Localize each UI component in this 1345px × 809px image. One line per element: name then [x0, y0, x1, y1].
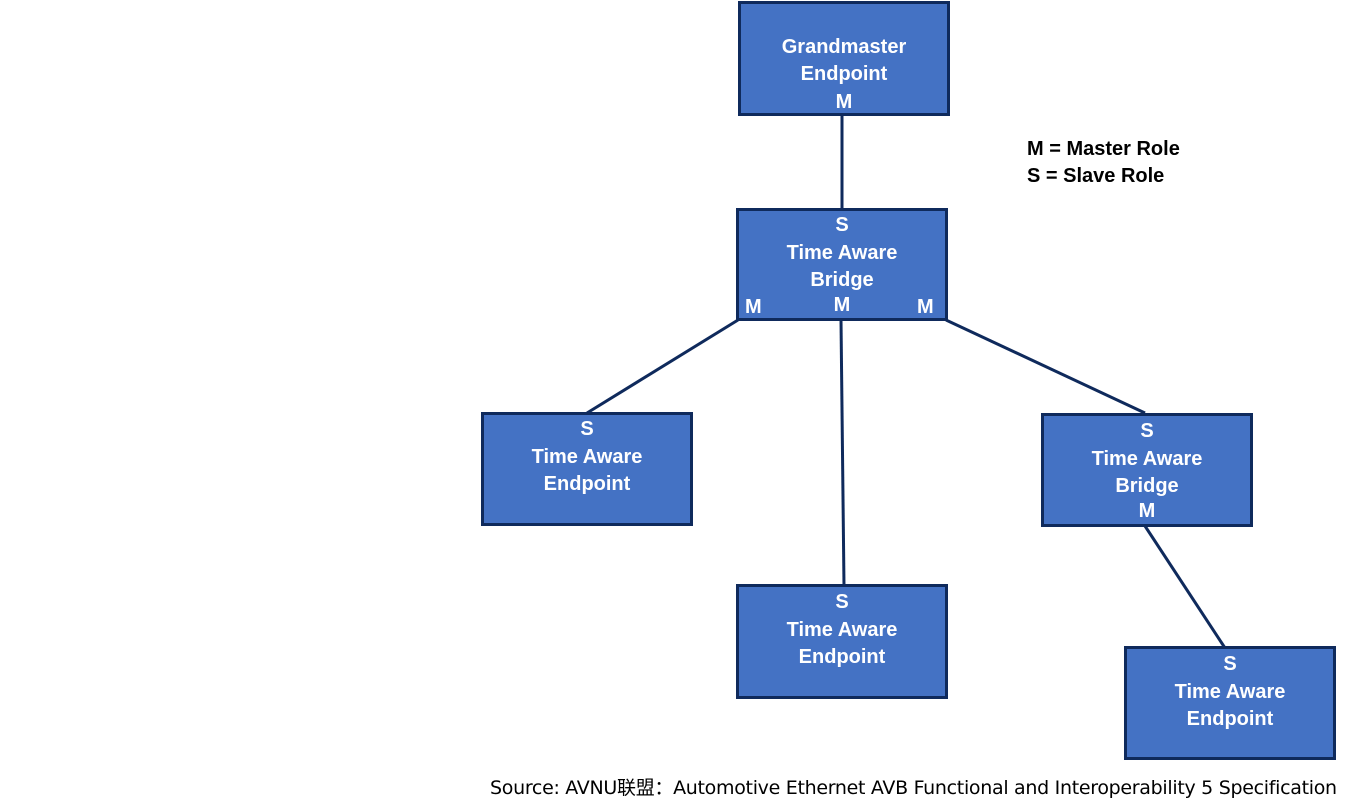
endpoint-right-label-line2: Endpoint — [1186, 708, 1274, 730]
legend-master-role: M = Master Role — [1027, 138, 1180, 160]
bridge-label-line2: Bridge — [810, 269, 874, 291]
bridge2-master-port: M — [1138, 500, 1156, 522]
grandmaster-endpoint-label: Endpoint — [800, 63, 888, 85]
grandmaster-endpoint-box: Grandmaster Endpoint M — [738, 1, 950, 116]
endpoint-center-label-line1: Time Aware — [786, 619, 898, 641]
grandmaster-label: Grandmaster — [781, 36, 907, 58]
endpoint-center-label-line2: Endpoint — [798, 646, 886, 668]
time-aware-endpoint-left-box: S Time Aware Endpoint — [481, 412, 693, 526]
grandmaster-port-m: M — [835, 91, 853, 113]
bridge2-label-line2: Bridge — [1115, 475, 1179, 497]
link-bridge-to-bridge2 — [945, 318, 1146, 415]
role-legend: M = Master Role S = Slave Role — [1027, 136, 1180, 190]
bridge-master-port-center: M — [833, 294, 851, 316]
endpoint-left-label-line1: Time Aware — [531, 446, 643, 468]
legend-slave-role: S = Slave Role — [1027, 165, 1165, 187]
source-caption: Source: AVNU联盟：Automotive Ethernet AVB F… — [490, 777, 1337, 799]
endpoint-left-slave-port: S — [580, 418, 594, 440]
endpoint-right-label-line1: Time Aware — [1174, 681, 1286, 703]
link-bridge2-to-right-endpoint — [1143, 525, 1227, 649]
bridge2-slave-port: S — [1140, 420, 1154, 442]
time-aware-endpoint-right-box: S Time Aware Endpoint — [1124, 646, 1336, 760]
link-bridge-to-center-endpoint — [839, 319, 846, 587]
time-aware-bridge-right-box: S Time Aware Bridge M — [1041, 413, 1253, 527]
bridge2-label-line1: Time Aware — [1091, 448, 1203, 470]
time-aware-endpoint-center-box: S Time Aware Endpoint — [736, 584, 948, 699]
endpoint-center-slave-port: S — [835, 591, 849, 613]
link-bridge-to-left-endpoint — [586, 318, 739, 415]
endpoint-left-label-line2: Endpoint — [543, 473, 631, 495]
bridge-master-port-left: M — [745, 296, 762, 318]
bridge-label-line1: Time Aware — [786, 242, 898, 264]
endpoint-right-slave-port: S — [1223, 653, 1237, 675]
time-aware-bridge-box: S Time Aware Bridge M M M — [736, 208, 948, 321]
bridge-slave-port: S — [835, 214, 849, 236]
bridge-master-port-right: M — [917, 296, 934, 318]
